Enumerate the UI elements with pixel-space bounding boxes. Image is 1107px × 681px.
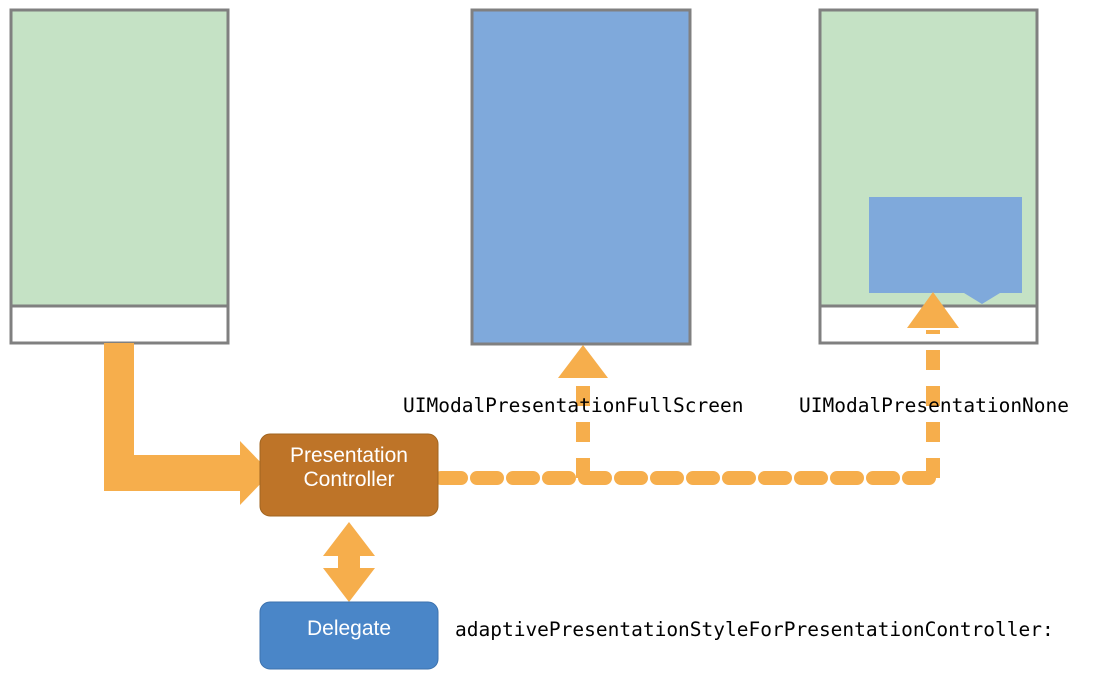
source-to-controller-arrow-shaft	[104, 343, 271, 505]
source-to-controller-arrow	[104, 343, 271, 505]
presentation-controller-label: Presentation Controller	[290, 444, 408, 491]
fullscreen-presented-screen	[470, 8, 692, 346]
label-adaptive-presentation-style-method: adaptivePresentationStyleForPresentation…	[455, 618, 1054, 641]
delegate-box-shape[interactable]	[259, 601, 439, 670]
source-screen	[9, 8, 230, 345]
popover-presented-screen	[818, 8, 1039, 345]
presentation-controller-box-shape[interactable]	[259, 433, 439, 517]
popover-shape	[869, 197, 1022, 304]
source-screen-bottom-bar	[9, 304, 230, 345]
label-modal-presentation-none: UIModalPresentationNone	[799, 394, 1070, 417]
label-modal-presentation-fullscreen: UIModalPresentationFullScreen	[403, 394, 744, 417]
delegate-box[interactable]	[259, 601, 439, 670]
fullscreen-screen-body	[470, 8, 692, 346]
delegate-label: Delegate	[306, 617, 392, 640]
controller-to-popover-dashed-arrow	[907, 292, 959, 478]
controller-to-fullscreen-dashed-arrow	[558, 345, 608, 478]
double-arrow-shape	[323, 522, 375, 602]
controller-to-delegate-arrow	[323, 522, 375, 602]
presentation-controller-box[interactable]	[259, 433, 439, 517]
arrowhead-fullscreen	[558, 345, 608, 378]
source-screen-body	[9, 8, 230, 308]
arrowhead-popover	[907, 292, 959, 328]
